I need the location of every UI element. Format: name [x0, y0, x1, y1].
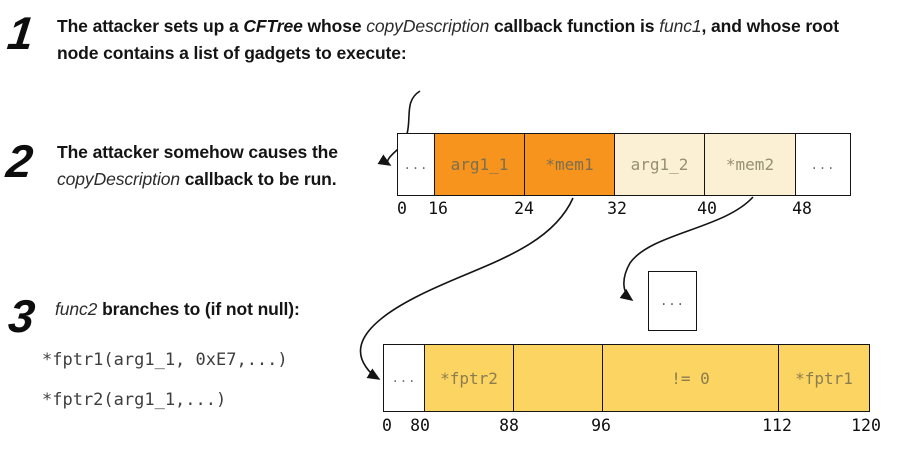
gadget-call-fptr2: *fptr2(arg1_1,...) [42, 390, 227, 410]
root-node-memory-array: ... arg1_1 *mem1 arg1_2 *mem2 ... [397, 133, 851, 196]
step3-seg: branches to (if not null): [97, 299, 300, 319]
step3-number: 3 [5, 290, 36, 342]
step2-seg: callback to be run. [180, 169, 337, 189]
memory-cell-empty [514, 345, 603, 411]
step2-text: The attacker somehow causes the copyDescr… [57, 139, 387, 193]
step1-seg: whose [302, 16, 367, 36]
step2-number: 2 [3, 135, 34, 187]
step1-seg: callback function is [489, 16, 660, 36]
memory-cell-arg1-2: arg1_2 [615, 134, 705, 195]
step2-seg: The attacker somehow causes the [57, 142, 338, 162]
offset-label: 32 [607, 199, 627, 218]
memory-cell-mem1: *mem1 [525, 134, 615, 195]
func1-term: func1 [659, 16, 702, 36]
memory-cell-ellipsis: ... [398, 134, 435, 195]
offset-label: 88 [499, 416, 519, 435]
gadget-memory-array: ... *fptr2 != 0 *fptr1 [383, 344, 870, 412]
detached-memory-box: ... [648, 271, 697, 331]
memory-cell-fptr2: *fptr2 [425, 345, 514, 411]
step1-seg: node contains a list of gadgets to execu… [57, 43, 407, 63]
memory-cell-ellipsis: ... [796, 134, 850, 195]
memory-cell-ellipsis: ... [384, 345, 425, 411]
memory-cell-arg1-1: arg1_1 [435, 134, 525, 195]
offset-label: 48 [792, 199, 812, 218]
func2-term: func2 [55, 299, 98, 319]
step1-seg: The attacker sets up a [57, 16, 244, 36]
offset-label: 24 [514, 199, 534, 218]
offset-label: 0 [397, 199, 407, 218]
step3-text: func2 branches to (if not null): [55, 296, 405, 323]
offset-label: 80 [410, 416, 430, 435]
offset-label: 120 [851, 416, 881, 435]
memory-cell-not-zero: != 0 [603, 345, 779, 411]
offset-label: 40 [697, 199, 717, 218]
step1-text: The attacker sets up a CFTree whose copy… [57, 13, 872, 67]
step1-number: 1 [4, 7, 35, 59]
memory-cell-fptr1: *fptr1 [779, 345, 869, 411]
copydescription-term: copyDescription [366, 16, 490, 36]
offset-label: 112 [762, 416, 792, 435]
copydescription-term: copyDescription [57, 169, 180, 189]
offset-label: 0 [382, 416, 392, 435]
memory-cell-mem2: *mem2 [705, 134, 796, 195]
offset-label: 16 [428, 199, 448, 218]
step1-seg: , and whose root [701, 16, 840, 36]
cftree-term: CFTree [243, 16, 303, 36]
gadget-call-fptr1: *fptr1(arg1_1, 0xE7,...) [42, 350, 288, 370]
offset-label: 96 [591, 416, 611, 435]
